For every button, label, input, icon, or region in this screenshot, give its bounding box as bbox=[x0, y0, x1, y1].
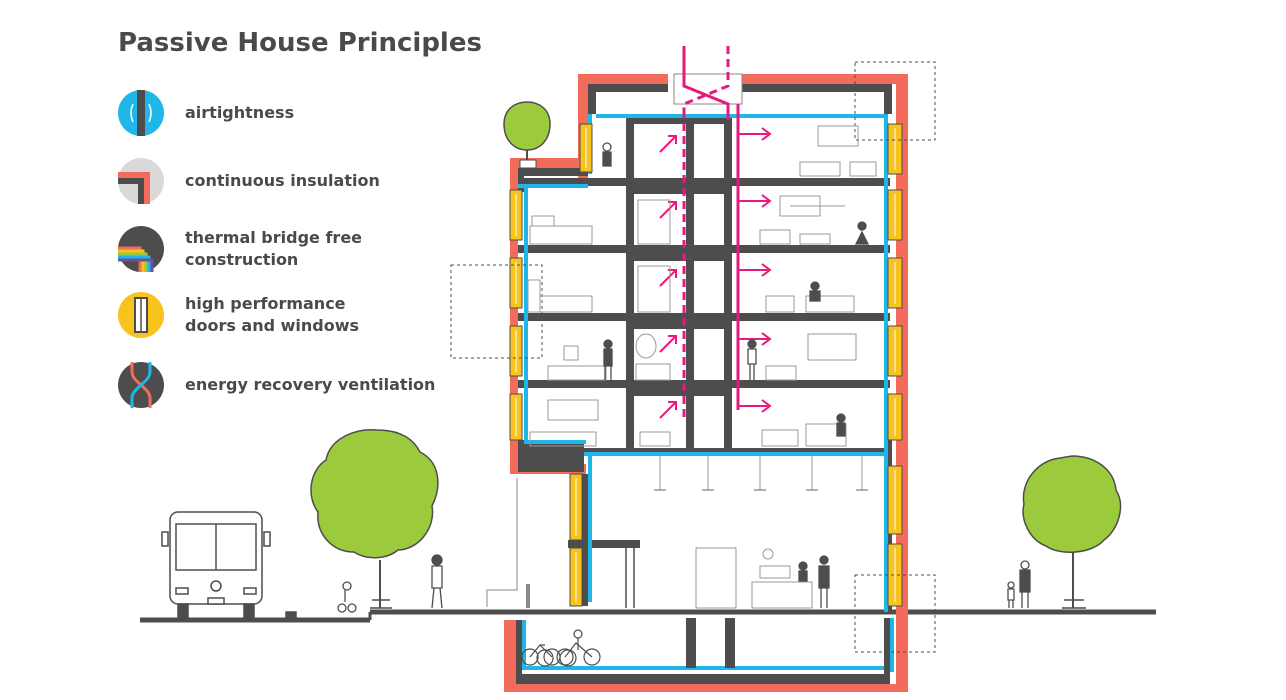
outdoor-people bbox=[337, 554, 1031, 613]
legend-label-thermal-bridge-line2: construction bbox=[185, 250, 299, 269]
legend-label-airtightness: airtightness bbox=[185, 103, 295, 122]
legend-label-insulation: continuous insulation bbox=[185, 171, 380, 190]
person-icon bbox=[1019, 560, 1031, 608]
energy-recovery-ventilation bbox=[659, 46, 772, 420]
legend-label-windows-line2: doors and windows bbox=[185, 316, 360, 335]
person-icon bbox=[854, 221, 870, 245]
tree-roof bbox=[503, 101, 551, 169]
child-icon bbox=[1007, 581, 1015, 608]
tree-left bbox=[310, 429, 439, 609]
detail-callouts bbox=[450, 61, 936, 653]
basement bbox=[504, 618, 908, 692]
legend-item-ventilation: energy recovery ventilation bbox=[118, 362, 435, 408]
legend-label-ventilation: energy recovery ventilation bbox=[185, 375, 436, 394]
people bbox=[602, 142, 870, 608]
child-on-bike-icon bbox=[337, 581, 357, 613]
person-icon bbox=[431, 554, 443, 609]
legend-item-windows: high performance doors and windows bbox=[118, 292, 359, 338]
window-icon bbox=[118, 292, 164, 338]
bus-icon bbox=[161, 511, 297, 619]
legend-item-insulation: continuous insulation bbox=[118, 158, 380, 204]
legend-label-windows-line1: high performance bbox=[185, 294, 346, 313]
person-icon bbox=[747, 339, 757, 380]
high-performance-windows bbox=[509, 123, 903, 607]
insulation-icon bbox=[118, 158, 164, 204]
tree-right bbox=[1022, 455, 1122, 609]
ventilation-icon bbox=[118, 362, 164, 408]
person-icon bbox=[818, 555, 830, 608]
person-icon bbox=[809, 281, 821, 302]
person-icon bbox=[603, 339, 613, 380]
person-icon bbox=[798, 561, 808, 582]
legend-label-thermal-bridge: thermal bridge free construction bbox=[185, 227, 362, 271]
bicycle-icon bbox=[521, 629, 601, 667]
thermal-bridge-icon bbox=[118, 226, 164, 272]
person-icon bbox=[602, 142, 612, 167]
diagram-title: Passive House Principles bbox=[118, 28, 482, 58]
legend-item-thermal-bridge: thermal bridge free construction bbox=[118, 226, 362, 272]
airtightness-icon bbox=[118, 90, 164, 136]
person-icon bbox=[836, 413, 846, 437]
legend-item-airtightness: airtightness bbox=[118, 90, 294, 136]
legend-label-thermal-bridge-line1: thermal bridge free bbox=[185, 228, 363, 247]
legend-label-windows: high performance doors and windows bbox=[185, 293, 359, 337]
interior-furniture bbox=[527, 125, 877, 609]
